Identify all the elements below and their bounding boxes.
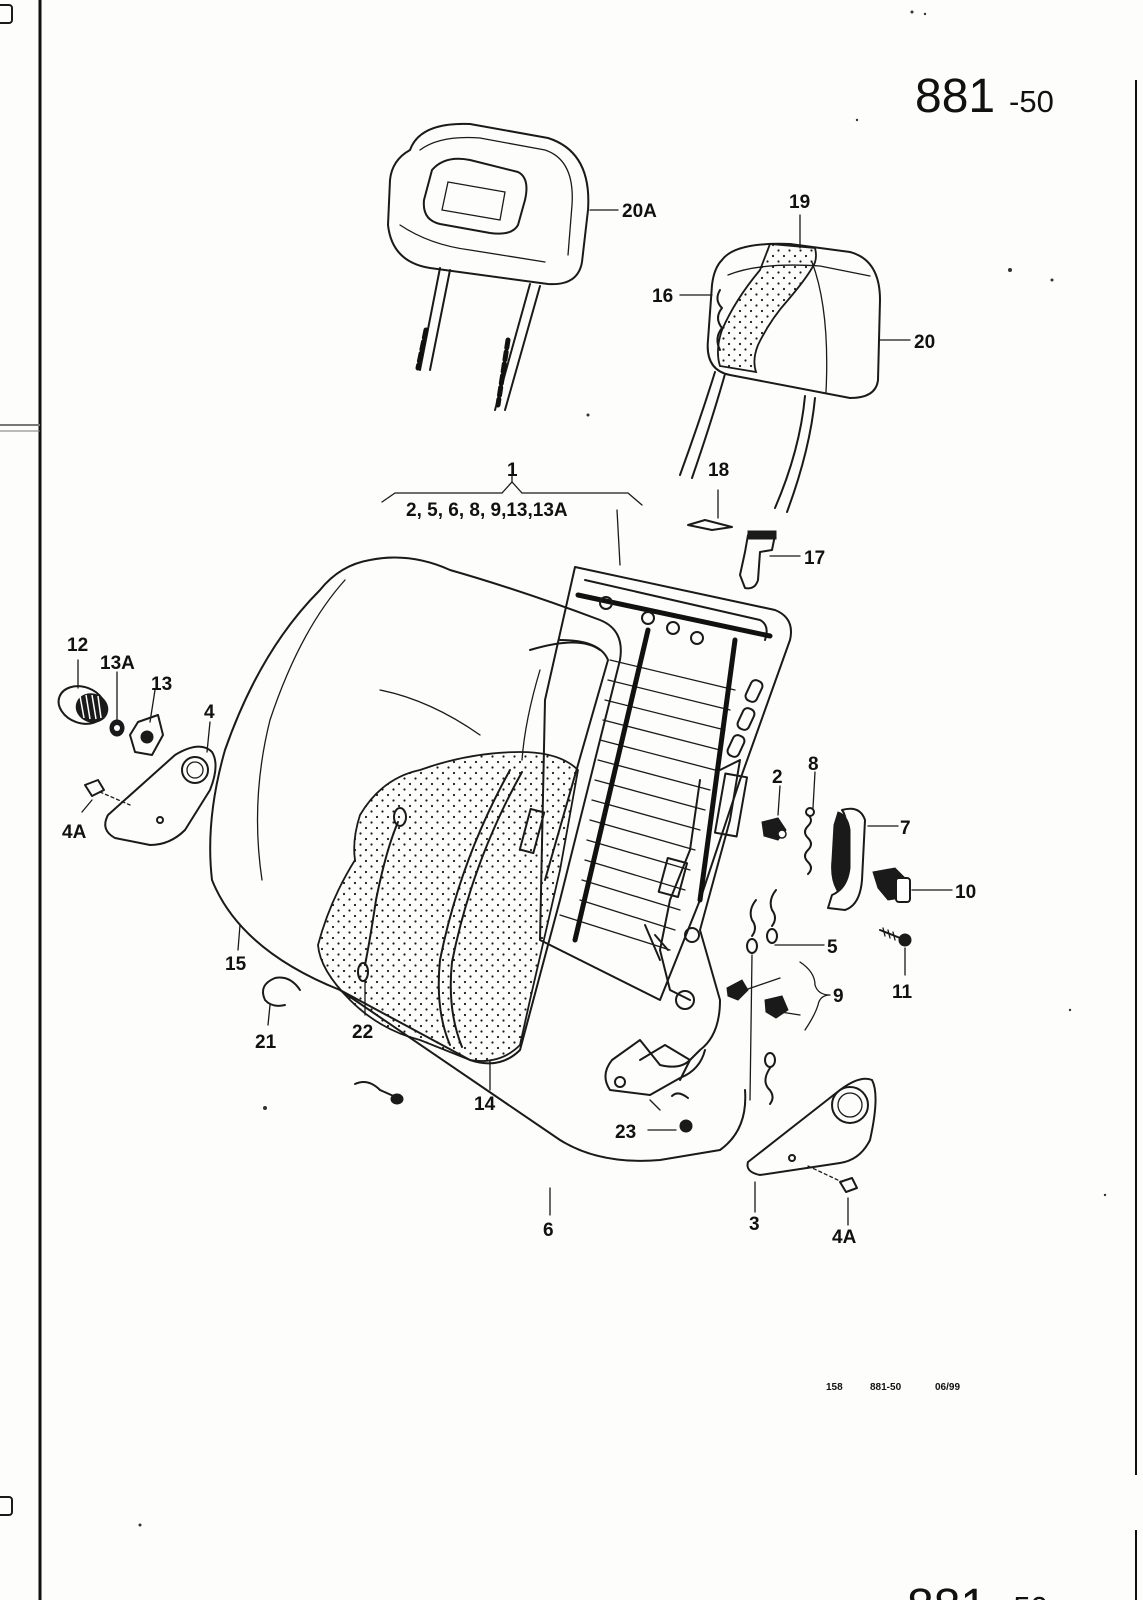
cable-6: [354, 1081, 404, 1105]
binder-hole-icon: [0, 1496, 13, 1516]
callout-4: 4: [204, 702, 215, 723]
leader-lines: [77, 209, 953, 1226]
bottom-page-number-main: 881: [907, 1580, 987, 1600]
callout-10: 10: [955, 882, 976, 903]
bottom-page-number-suffix: -50: [1003, 1590, 1048, 1600]
guide-sleeve-17: [739, 530, 777, 590]
backrest-frame: [539, 566, 792, 1001]
washer-13a-icon: [109, 719, 125, 737]
figure-number: 158: [826, 1382, 843, 1393]
callout-22: 22: [352, 1022, 373, 1043]
spring-8: [804, 807, 815, 875]
handle-7: [827, 807, 866, 911]
headrest-20a: [387, 122, 590, 411]
callout-20a: 20A: [622, 201, 657, 222]
callout-20: 20: [914, 332, 935, 353]
adjust-knob-12: [57, 685, 109, 725]
assembly-bracket: [381, 464, 643, 566]
page-number-main: 881: [915, 70, 995, 123]
page-number-suffix: -50: [1009, 84, 1054, 119]
side-cover-3: [746, 1077, 877, 1193]
figure-group: 881-50: [870, 1382, 902, 1393]
assembly-includes: 2, 5, 6, 8, 9,13,13A: [406, 500, 568, 521]
callout-13a: 13A: [100, 653, 135, 674]
callout-5: 5: [827, 937, 838, 958]
callout-7: 7: [900, 818, 911, 839]
rear-panel-6: [339, 989, 747, 1162]
guide-clip-18: [687, 519, 733, 531]
callout-13: 13: [151, 674, 172, 695]
callout-1: 1: [507, 460, 518, 481]
callout-18: 18: [708, 460, 729, 481]
retaining-ring-21: [262, 976, 301, 1007]
screw-23-icon: [679, 1119, 693, 1133]
callout-9: 9: [833, 986, 844, 1007]
binder-hole-icon: [0, 4, 13, 24]
pin-2: [761, 817, 787, 841]
backrest-cover-14: [317, 751, 579, 1062]
callout-23: 23: [615, 1122, 636, 1143]
callout-12: 12: [67, 635, 88, 656]
callout-16: 16: [652, 286, 673, 307]
callout-17: 17: [804, 548, 825, 569]
callout-4a-right: 4A: [832, 1227, 857, 1248]
backrest-padding-15: [209, 556, 622, 1065]
figure-reference: 158 881-50 06/99: [826, 1382, 960, 1393]
nut-13-icon: [129, 714, 164, 756]
figure-date: 06/99: [935, 1382, 960, 1393]
callout-19: 19: [789, 192, 810, 213]
callout-2: 2: [772, 767, 783, 788]
callout-21: 21: [255, 1032, 277, 1053]
clips-9: [726, 977, 801, 1019]
callout-15: 15: [225, 954, 247, 975]
callout-6: 6: [543, 1220, 554, 1241]
callout-labels: 20A 19 16 20 1 2, 5, 6, 8, 9,13,13A 18 1…: [62, 192, 976, 1248]
headrest-20: [679, 242, 881, 513]
callout-14: 14: [474, 1094, 496, 1115]
callout-4a-left: 4A: [62, 822, 87, 843]
scan-specks: [138, 10, 1107, 1527]
callout-11: 11: [892, 982, 913, 1003]
side-cover-4: [84, 745, 217, 846]
knob-10: [872, 867, 911, 903]
cables-5: [746, 889, 778, 1105]
recliner-bracket: [604, 759, 749, 1133]
screw-11-icon: [879, 927, 912, 947]
callout-8: 8: [808, 754, 819, 775]
callout-3: 3: [749, 1214, 760, 1235]
